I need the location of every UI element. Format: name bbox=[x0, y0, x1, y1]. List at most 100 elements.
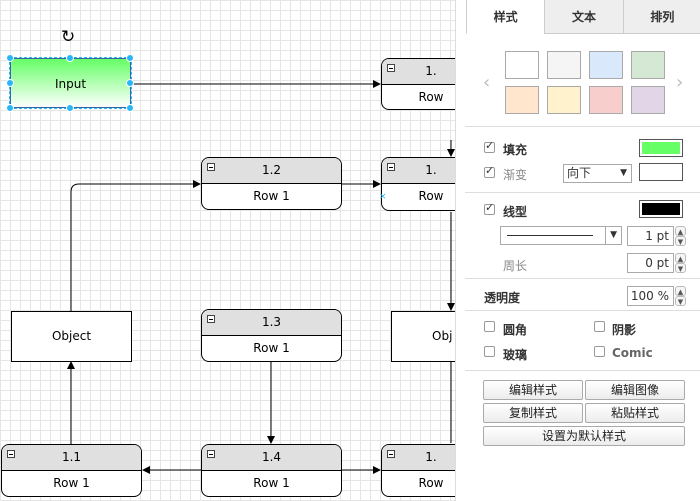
collapse-icon[interactable] bbox=[387, 450, 395, 458]
style-swatch[interactable] bbox=[547, 86, 581, 114]
line-color-button[interactable] bbox=[639, 200, 683, 218]
opacity-spinner[interactable]: ▲▼ bbox=[675, 286, 686, 306]
resize-handle-sw[interactable] bbox=[6, 104, 14, 112]
edit-style-button[interactable]: 编辑样式 bbox=[483, 380, 583, 400]
node-row: Row 1 bbox=[253, 189, 290, 203]
object-shape[interactable]: Object bbox=[11, 311, 132, 362]
style-swatch[interactable] bbox=[631, 51, 665, 79]
diagram-canvas[interactable]: ↻ Input 1. Row 1.2 Row 1 1. Row 1.3 Row … bbox=[0, 0, 455, 501]
table-node-1-1[interactable]: 1.1 Row 1 bbox=[1, 444, 142, 497]
node-row: Row bbox=[418, 189, 444, 203]
gradient-checkbox[interactable] bbox=[484, 164, 495, 178]
perimeter-input[interactable]: 0 pt bbox=[627, 253, 674, 273]
node-title: 1.1 bbox=[2, 445, 141, 471]
rotate-handle-icon[interactable]: ↻ bbox=[61, 27, 76, 47]
table-node-1-4[interactable]: 1.4 Row 1 bbox=[201, 444, 342, 497]
tab-arrange[interactable]: 排列 bbox=[622, 0, 700, 34]
object-label: Object bbox=[51, 329, 92, 343]
gradient-color-button[interactable] bbox=[639, 163, 683, 181]
node-title: 1.3 bbox=[202, 310, 341, 336]
table-node-1-2[interactable]: 1.2 Row 1 bbox=[201, 157, 342, 210]
style-swatch[interactable] bbox=[505, 51, 539, 79]
shadow-checkbox[interactable] bbox=[594, 321, 605, 332]
divider bbox=[465, 126, 700, 127]
table-node[interactable]: 1. Row bbox=[381, 157, 455, 211]
line-checkbox[interactable] bbox=[484, 201, 495, 215]
collapse-icon[interactable] bbox=[387, 163, 395, 171]
resize-handle-e[interactable] bbox=[126, 79, 134, 87]
resize-handle-ne[interactable] bbox=[126, 54, 134, 62]
spin-up-icon[interactable]: ▲ bbox=[675, 286, 686, 296]
edges-layer bbox=[67, 80, 455, 474]
opacity-input[interactable]: 100 % bbox=[627, 286, 674, 306]
table-node-1-3[interactable]: 1.3 Row 1 bbox=[201, 309, 342, 362]
fill-label: 填充 bbox=[503, 143, 528, 157]
resize-handle-se[interactable] bbox=[126, 104, 134, 112]
divider bbox=[465, 192, 700, 193]
gradient-direction-select[interactable]: 向下▼ bbox=[563, 164, 632, 183]
table-node[interactable]: 1. Row bbox=[381, 444, 455, 497]
style-swatch[interactable] bbox=[547, 51, 581, 79]
comic-checkbox[interactable] bbox=[594, 346, 605, 357]
resize-handle-w[interactable] bbox=[6, 79, 14, 87]
resize-handle-n[interactable] bbox=[66, 54, 74, 62]
input-label: Input bbox=[54, 77, 87, 91]
spin-down-icon[interactable]: ▼ bbox=[675, 263, 686, 273]
set-default-style-button[interactable]: 设置为默认样式 bbox=[483, 426, 685, 446]
edge-object-to-1-2[interactable] bbox=[70, 180, 201, 311]
node-title: 1. bbox=[382, 158, 455, 184]
style-swatch[interactable] bbox=[631, 86, 665, 114]
spin-down-icon[interactable]: ▼ bbox=[675, 236, 686, 246]
line-pattern-select[interactable]: ▼ bbox=[500, 226, 622, 245]
collapse-icon[interactable] bbox=[207, 163, 215, 171]
edit-image-button[interactable]: 编辑图像 bbox=[585, 380, 685, 400]
collapse-icon[interactable] bbox=[387, 64, 395, 72]
line-width-spinner[interactable]: ▲▼ bbox=[675, 226, 686, 246]
divider bbox=[465, 310, 700, 311]
collapse-icon[interactable] bbox=[207, 450, 215, 458]
node-title: 1.2 bbox=[202, 158, 341, 184]
connection-point-icon[interactable]: × bbox=[379, 192, 387, 202]
tab-style[interactable]: 样式 bbox=[466, 0, 545, 34]
panel-tabs: 样式 文本 排列 bbox=[466, 0, 700, 34]
line-width-input[interactable]: 1 pt bbox=[627, 226, 674, 246]
dropdown-arrow-icon: ▼ bbox=[605, 227, 617, 244]
divider bbox=[465, 278, 700, 279]
resize-handle-nw[interactable] bbox=[6, 54, 14, 62]
tab-text[interactable]: 文本 bbox=[544, 0, 623, 34]
perimeter-label: 周长 bbox=[503, 259, 528, 273]
glass-label: 玻璃 bbox=[503, 348, 528, 362]
chevron-right-icon[interactable]: › bbox=[676, 72, 684, 93]
node-row: Row 1 bbox=[53, 476, 90, 490]
shadow-label: 阴影 bbox=[612, 323, 637, 337]
paste-style-button[interactable]: 粘贴样式 bbox=[585, 403, 685, 423]
spin-down-icon[interactable]: ▼ bbox=[675, 296, 686, 306]
resize-handle-s[interactable] bbox=[66, 104, 74, 112]
node-row: Row 1 bbox=[253, 341, 290, 355]
style-swatch[interactable] bbox=[589, 86, 623, 114]
rounded-checkbox[interactable] bbox=[484, 321, 495, 332]
style-swatch[interactable] bbox=[589, 51, 623, 79]
fill-checkbox[interactable] bbox=[484, 139, 495, 153]
perimeter-spinner[interactable]: ▲▼ bbox=[675, 253, 686, 273]
chevron-left-icon[interactable]: ‹ bbox=[483, 72, 491, 93]
node-title: 1. bbox=[382, 445, 455, 471]
opacity-label: 透明度 bbox=[484, 291, 521, 305]
node-row: Row 1 bbox=[253, 476, 290, 490]
fill-color-button[interactable] bbox=[639, 139, 683, 157]
spin-up-icon[interactable]: ▲ bbox=[675, 253, 686, 263]
glass-checkbox[interactable] bbox=[484, 346, 495, 357]
object-shape-right[interactable]: Obj bbox=[391, 311, 455, 362]
comic-label: Comic bbox=[612, 346, 653, 360]
input-shape[interactable]: Input bbox=[9, 57, 132, 109]
collapse-icon[interactable] bbox=[207, 315, 215, 323]
node-title: 1. bbox=[382, 59, 455, 85]
spin-up-icon[interactable]: ▲ bbox=[675, 226, 686, 236]
collapse-icon[interactable] bbox=[7, 450, 15, 458]
style-swatch[interactable] bbox=[505, 86, 539, 114]
divider bbox=[465, 370, 700, 371]
rounded-label: 圆角 bbox=[503, 323, 528, 337]
table-node[interactable]: 1. Row bbox=[381, 58, 455, 110]
copy-style-button[interactable]: 复制样式 bbox=[483, 403, 583, 423]
node-title: 1.4 bbox=[202, 445, 341, 471]
